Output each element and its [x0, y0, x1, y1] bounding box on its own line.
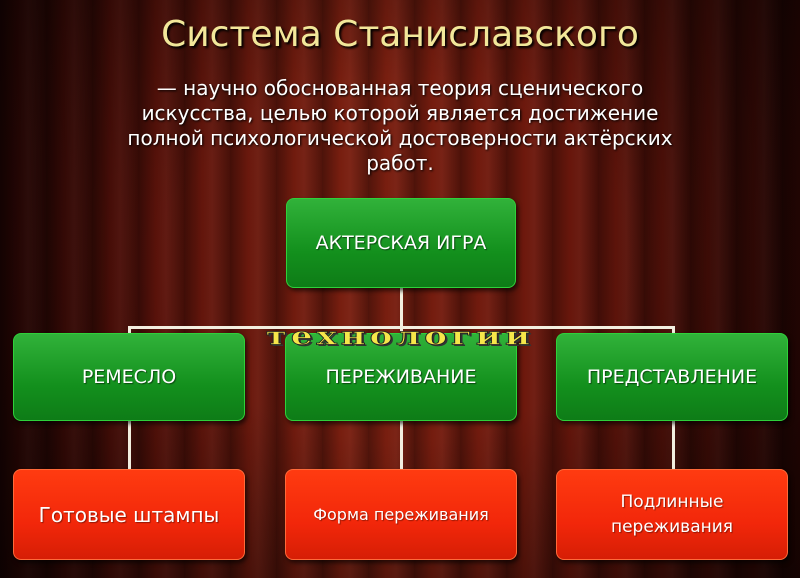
category-node-experience: ПЕРЕЖИВАНИЕ: [285, 333, 517, 421]
result-node-stamps: Готовые штампы: [13, 469, 245, 560]
definition-line-2: искусства, целью которой является достиж…: [141, 101, 659, 125]
category-label-1: РЕМЕСЛО: [81, 366, 177, 388]
connector-cat1-result: [128, 420, 131, 470]
root-node-label: АКТЕРСКАЯ ИГРА: [315, 232, 487, 254]
root-node: АКТЕРСКАЯ ИГРА: [286, 198, 516, 288]
technologies-label: технологии: [265, 321, 535, 352]
definition-line-4: работ.: [366, 151, 434, 175]
result-node-form: Форма переживания: [285, 469, 517, 560]
result-label-3: Подлинные переживания: [610, 491, 733, 537]
page-title: Система Станиславского: [161, 14, 639, 55]
result-label-1: Готовые штампы: [38, 502, 220, 527]
connector-left-down: [128, 326, 131, 338]
definition-line-3: полной психологической достоверности акт…: [127, 126, 673, 150]
result-label-2: Форма переживания: [313, 505, 489, 524]
definition-text: — научно обоснованная теория сценическог…: [60, 76, 740, 176]
connector-cat3-result: [672, 420, 675, 470]
category-label-2: ПЕРЕЖИВАНИЕ: [325, 366, 477, 388]
category-label-3: ПРЕДСТАВЛЕНИЕ: [586, 366, 758, 388]
category-node-representation: ПРЕДСТАВЛЕНИЕ: [556, 333, 788, 421]
result-node-genuine: Подлинные переживания: [556, 469, 788, 560]
connector-right-down: [672, 326, 675, 338]
definition-line-1: — научно обоснованная теория сценическог…: [156, 76, 644, 100]
connector-root-down: [400, 288, 403, 328]
category-node-craft: РЕМЕСЛО: [13, 333, 245, 421]
connector-cat2-result: [400, 420, 403, 470]
connector-mid-down: [400, 326, 403, 338]
